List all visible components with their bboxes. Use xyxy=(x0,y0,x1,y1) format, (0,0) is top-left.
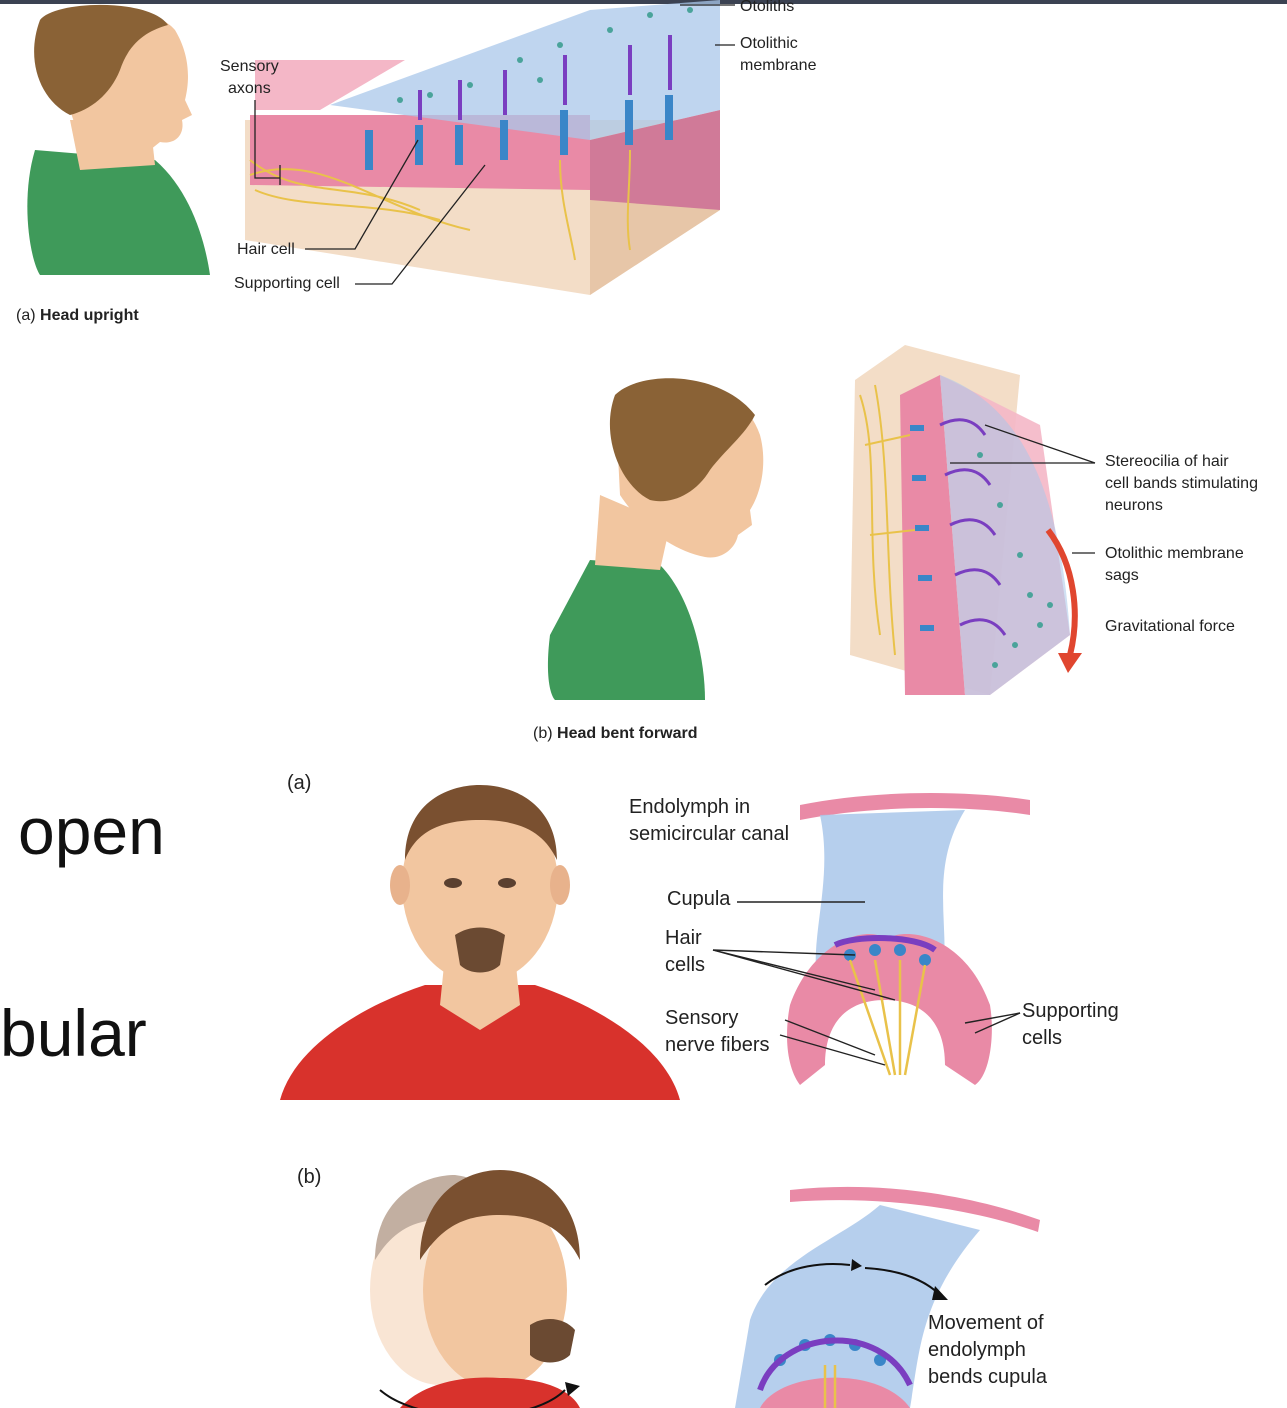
label-hair-cell: Hair cell xyxy=(237,241,295,258)
fig2a-letter: (a) xyxy=(287,772,312,794)
gravity-arrow-icon xyxy=(1045,528,1082,673)
macula-upright-illustration xyxy=(27,0,735,295)
macula-tissue-block xyxy=(245,0,720,295)
label-otoliths: Otoliths xyxy=(740,0,795,15)
slide-text-bular: bular xyxy=(0,996,147,1070)
label-supporting-cell: Supporting cell xyxy=(234,275,340,292)
bent-stereocilia xyxy=(939,418,1007,636)
label-supporting-cells: Supporting cells xyxy=(1022,1000,1119,1049)
fig2-panel-a: (a) xyxy=(275,765,1145,1115)
stereocilia xyxy=(418,35,672,120)
fig2b-letter: (b) xyxy=(297,1166,322,1188)
bent-otoliths xyxy=(977,452,1053,668)
label-stereocilia: Stereocilia of hair cell bands stimulati… xyxy=(1105,453,1258,514)
cupula-bending-illustration xyxy=(370,1170,1040,1408)
bent-hair-cells xyxy=(910,425,934,631)
caption-b: (b) Head bent forward xyxy=(533,725,697,743)
label-sensory-nerve-fibers: Sensory nerve fibers xyxy=(665,1007,770,1056)
label-otolithic-membrane: Otolithic membrane xyxy=(740,35,817,74)
fig2-panel-b: (b) Movement of endoly xyxy=(280,1150,1060,1408)
man-front-icon xyxy=(280,785,680,1100)
caption-b-letter: (b) xyxy=(533,725,553,742)
semicircular-canal-crista xyxy=(787,793,1030,1085)
woman-profile-icon xyxy=(27,4,210,275)
label-movement-endolymph: Movement of endolymph bends cupula xyxy=(928,1312,1047,1388)
slide-text-open: open xyxy=(18,794,165,868)
caption-a-title: Head upright xyxy=(40,307,139,324)
bent-cupula xyxy=(735,1186,1040,1408)
woman-bent-icon xyxy=(547,378,764,700)
label-gravitational-force: Gravitational force xyxy=(1105,618,1235,635)
label-membrane-sags: Otolithic membrane sags xyxy=(1105,545,1244,584)
label-sensory-axons: Sensory axons xyxy=(220,58,279,97)
caption-b-title: Head bent forward xyxy=(557,725,698,742)
bent-nerves xyxy=(859,384,916,656)
label-hair-cells: Hair cells xyxy=(665,927,706,976)
label-endolymph: Endolymph in semicircular canal xyxy=(629,796,790,845)
man-rotating-icon xyxy=(370,1170,580,1408)
fig1-panel-a: Otoliths Otolithic membrane Sensory axon… xyxy=(0,0,816,330)
macula-bent-tissue xyxy=(850,345,1070,695)
label-cupula: Cupula xyxy=(667,888,731,910)
top-bar xyxy=(0,0,1287,4)
caption-a: (a) Head upright xyxy=(16,307,139,325)
otoliths xyxy=(397,7,693,103)
fig1-panel-b: Stereocilia of hair cell bands stimulati… xyxy=(520,335,1287,755)
macula-bent-illustration xyxy=(547,345,1096,700)
sensory-axons xyxy=(249,149,631,261)
caption-a-letter: (a) xyxy=(16,307,36,324)
crista-ampullaris-illustration xyxy=(280,785,1030,1100)
hair-cells xyxy=(365,95,673,170)
